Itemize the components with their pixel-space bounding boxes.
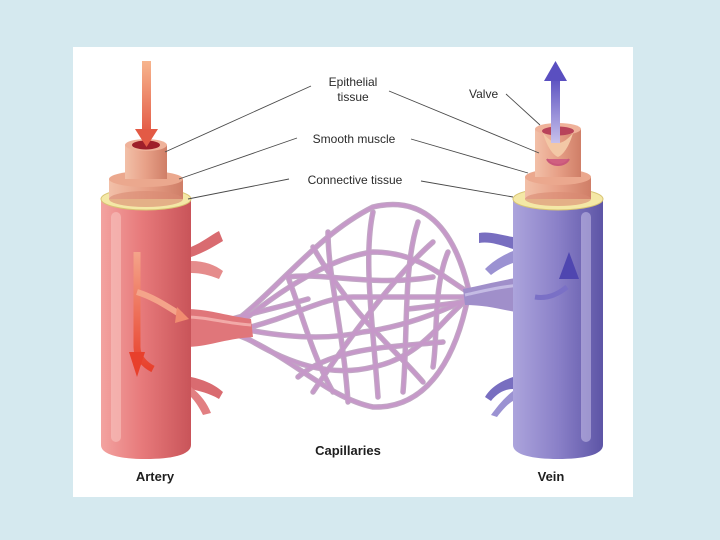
vein [479, 61, 604, 459]
vein-flow-arrow [534, 252, 579, 382]
label-smooth-muscle: Smooth muscle [313, 132, 396, 146]
leader-smooth-muscle-right [410, 138, 529, 174]
diagram-panel: Epithelial tissue Smooth muscle Connecti… [73, 47, 633, 497]
label-valve: Valve [469, 87, 498, 101]
artery-inflow-arrow [135, 61, 158, 147]
valve [543, 133, 573, 157]
leader-smooth-muscle [178, 137, 298, 180]
label-vein: Vein [538, 469, 565, 484]
arteriole [184, 309, 253, 347]
leader-valve [505, 93, 541, 126]
label-epithelial-line2: tissue [337, 90, 369, 104]
leader-epithelial [164, 85, 312, 153]
artery [100, 61, 223, 459]
leader-epithelial-right [388, 90, 540, 154]
label-artery: Artery [136, 469, 175, 484]
leader-lines [164, 85, 541, 200]
label-capillaries: Capillaries [315, 443, 381, 458]
venule [463, 277, 522, 313]
vein-outflow-arrow [544, 61, 567, 143]
vein-branch-bottom [485, 377, 513, 401]
artery-branch-bottom [191, 377, 223, 399]
label-epithelial-line1: Epithelial [329, 75, 378, 89]
blood-vessel-diagram: Epithelial tissue Smooth muscle Connecti… [100, 61, 604, 484]
leader-connective-left [187, 178, 290, 200]
leader-connective-right [420, 180, 514, 198]
label-connective-tissue: Connective tissue [308, 173, 403, 187]
capillary-bed [188, 201, 496, 410]
vein-branch-top [479, 232, 513, 249]
artery-branch-top [191, 231, 223, 257]
artery-flow-arrow [129, 252, 189, 377]
